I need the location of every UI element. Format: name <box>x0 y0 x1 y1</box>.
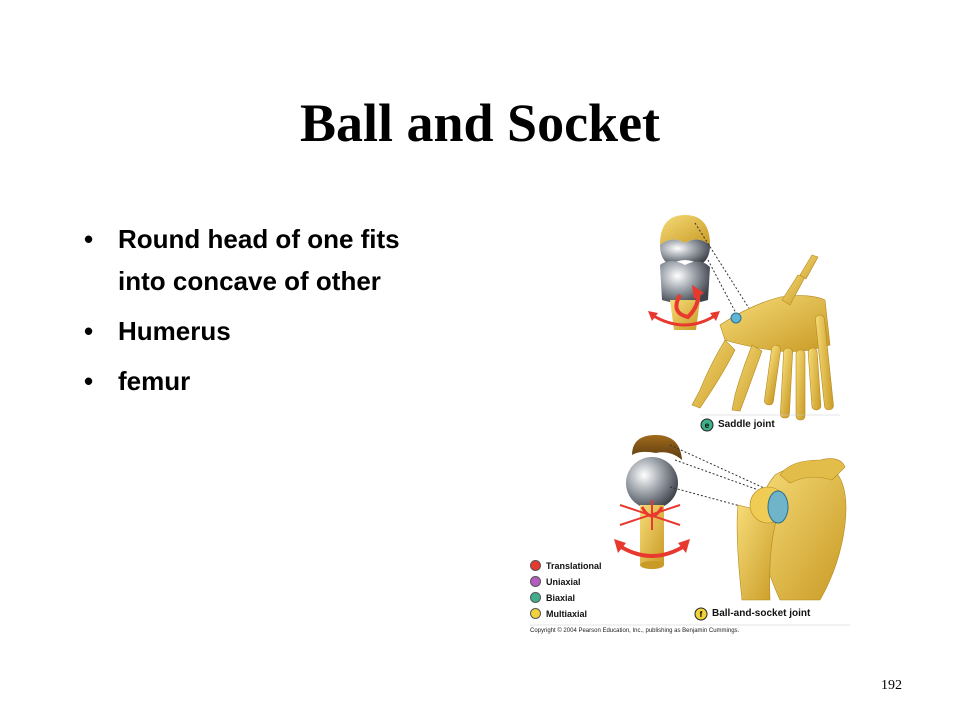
saddle-joint-model <box>648 215 720 330</box>
ball-socket-badge-icon <box>694 607 708 621</box>
copyright-text: Copyright © 2004 Pearson Education, Inc.… <box>530 628 740 634</box>
bullet-item: •Round head of one fits into concave of … <box>80 218 430 302</box>
shoulder-bones <box>736 458 847 601</box>
legend-item-multiaxial: Multiaxial <box>530 608 587 619</box>
bullet-dot-icon: • <box>84 366 94 396</box>
legend-dot-icon <box>530 576 541 587</box>
joint-illustration: e f Saddle <box>520 205 860 645</box>
joint-diagram-svg: e f <box>530 215 850 626</box>
saddle-badge-icon <box>700 418 714 432</box>
bullet-dot-icon: • <box>84 224 94 254</box>
ball-socket-badge-letter: f <box>700 610 703 619</box>
page-number: 192 <box>881 678 902 693</box>
legend-dot-icon <box>530 608 541 619</box>
bullet-dot-icon: • <box>84 316 94 346</box>
ball-socket-joint-label: Ball-and-socket joint <box>712 608 811 619</box>
bullet-list: •Round head of one fits into concave of … <box>80 218 430 410</box>
ball-socket-model <box>614 435 690 569</box>
saddle-badge-letter: e <box>705 421 710 430</box>
saddle-joint-label: Saddle joint <box>718 419 775 430</box>
bullet-item: •Humerus <box>80 310 430 352</box>
legend-item-translational: Translational <box>530 560 602 571</box>
bullet-item: •femur <box>80 360 430 402</box>
slide-title: Ball and Socket <box>299 93 661 153</box>
legend-item-biaxial: Biaxial <box>530 592 575 603</box>
legend-item-uniaxial: Uniaxial <box>530 576 581 587</box>
legend-dot-icon <box>530 560 541 571</box>
hand-bones <box>691 254 834 421</box>
legend-dot-icon <box>530 592 541 603</box>
